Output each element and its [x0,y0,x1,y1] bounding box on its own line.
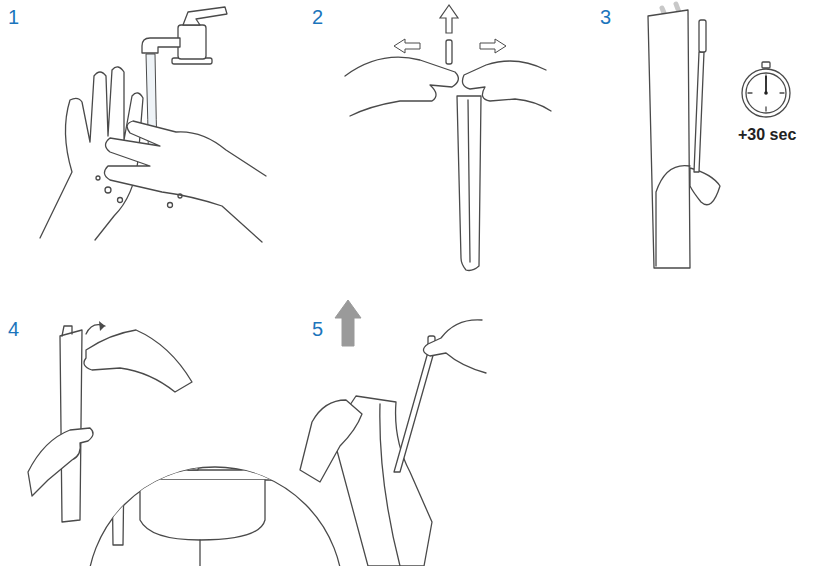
package-hanging-figure-part [62,326,72,336]
package-opening-figure-part [480,39,506,53]
package-hanging-figure-part-part [188,448,198,470]
step-number: 1 [8,6,19,28]
clock-icon [742,62,790,117]
clock-icon-part [746,73,786,113]
hand-washing-figure-part [104,121,266,242]
package-hanging-figure-part [87,467,343,566]
hand-washing-figure-part [96,176,100,180]
clock-icon-part [764,91,768,95]
package-opening-figure-part [394,39,420,53]
time-label: +30 sec [738,126,796,144]
catheter-removal-figure-part [380,404,400,566]
package-opening-figure-part [345,57,458,116]
package-waiting-figure [648,4,720,268]
step-number: 5 [312,318,323,340]
hand-washing-figure-part [168,203,173,208]
clock-icon-part [765,76,767,93]
package-hanging-figure-part [84,330,192,392]
package-hanging-figure-part-part [199,540,200,566]
package-hanging-figure-part [28,428,93,496]
hand-washing-figure-part [183,7,227,25]
catheter-removal-figure-part [423,320,486,373]
package-hanging-figure [28,321,350,566]
hand-washing-figure-part [178,194,182,198]
hand-washing-figure-part [118,198,123,203]
package-hanging-figure-part-part [140,480,265,540]
package-hanging-figure-part-part [186,442,205,448]
hand-washing-figure-part [178,25,206,59]
package-hanging-figure-part [60,330,82,522]
package-hanging-figure-part-part [112,458,120,466]
catheter-removal-figure-part [300,400,362,482]
hand-washing-figure-part [142,38,180,53]
hand-washing-figure-part [105,187,111,193]
catheter-removal-figure-part [335,300,361,346]
hand-washing-figure [40,7,266,242]
package-opening-figure [345,5,551,271]
step-number: 2 [312,6,323,28]
package-opening-figure-part [440,5,458,33]
package-waiting-figure-part [699,20,706,52]
clock-icon-part [742,69,790,117]
package-waiting-figure-part [648,10,690,268]
package-opening-figure-part [468,100,470,262]
package-hanging-figure-part [99,321,105,331]
package-waiting-figure-part [656,166,690,266]
catheter-removal-figure-part [394,352,434,472]
package-waiting-figure-part [690,168,720,205]
package-hanging-figure-part-part [112,466,124,545]
catheter-removal-figure [300,300,486,566]
package-opening-figure-part [457,96,481,271]
clock-icon-part [748,75,784,111]
package-waiting-figure-part [694,52,704,172]
package-opening-figure-part [446,40,452,64]
step-number: 3 [600,6,611,28]
clock-icon-part [762,62,770,68]
step-number: 4 [8,318,19,340]
package-opening-figure-part [462,61,551,111]
